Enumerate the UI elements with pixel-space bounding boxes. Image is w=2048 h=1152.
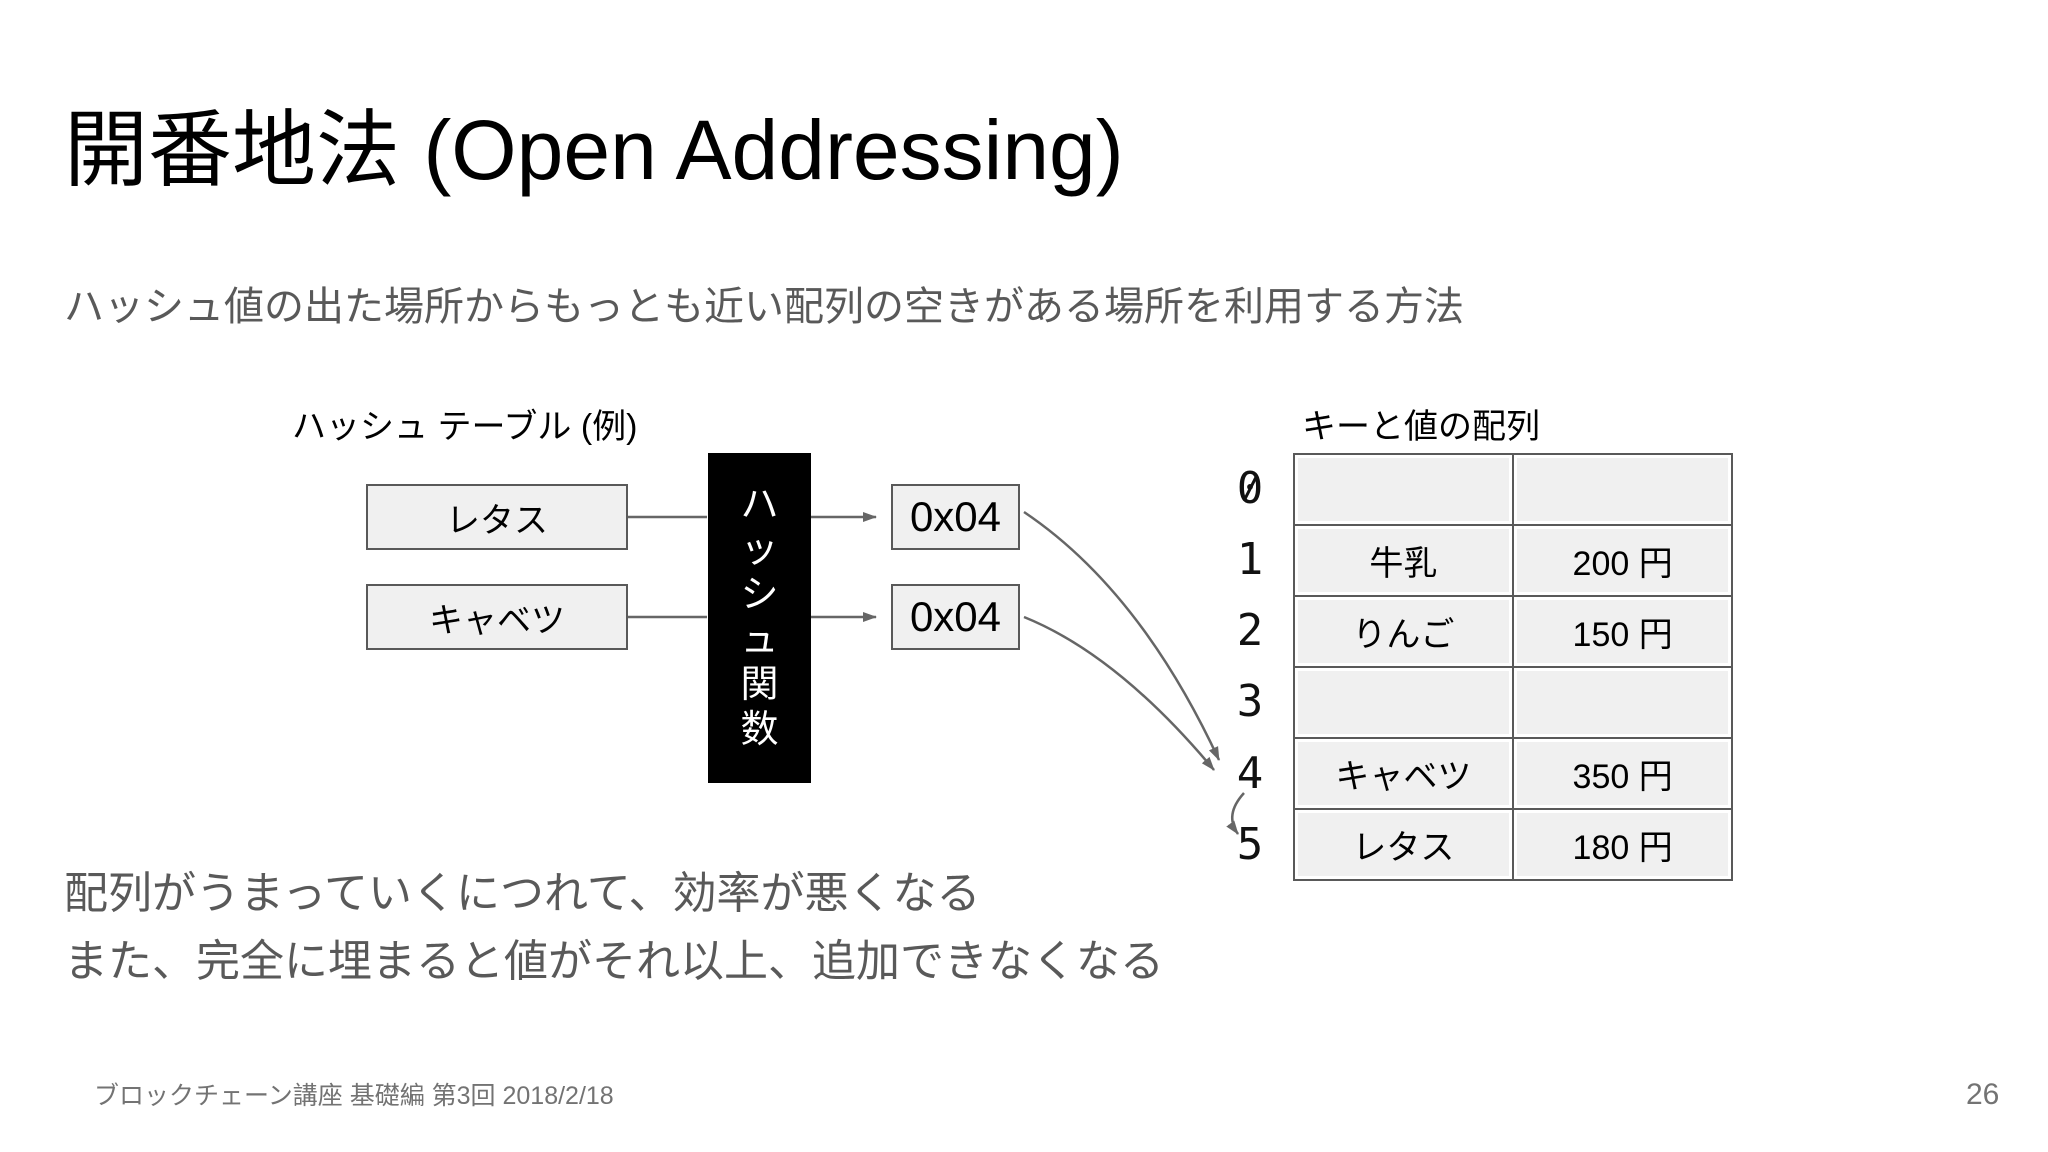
table-cell-key-0 <box>1295 455 1512 524</box>
table-cell-value-3 <box>1514 668 1731 737</box>
table-cell-key-5-text: レタス <box>1298 813 1509 876</box>
table-cell-value-5: 180 円 <box>1514 810 1731 879</box>
slide-title: 開番地法 (Open Addressing) <box>64 103 1124 197</box>
array-table-label: キーと値の配列 <box>1302 408 1540 446</box>
table-cell-value-4: 350 円 <box>1514 739 1731 808</box>
table-cell-value-0-text <box>1517 458 1728 521</box>
array-index-1: 1 <box>1236 534 1264 585</box>
table-cell-key-2-text: りんご <box>1298 600 1509 663</box>
notes-block: 配列がうまっていくにつれて、効率が悪くなる また、完全に埋まると値がそれ以上、追… <box>64 860 1164 996</box>
array-index-4: 4 <box>1236 748 1264 799</box>
table-cell-key-1-text: 牛乳 <box>1298 529 1509 592</box>
table-cell-key-1: 牛乳 <box>1295 526 1512 595</box>
hash-function-box: ハ ッ シ ュ 関 数 <box>708 453 811 783</box>
hash-function-char: ッ <box>740 529 779 571</box>
table-cell-key-4-text: キャベツ <box>1298 742 1509 805</box>
hash-function-char: ハ <box>740 484 779 526</box>
table-cell-key-2: りんご <box>1295 597 1512 666</box>
output-box-1: 0x04 <box>891 484 1020 550</box>
table-cell-key-4: キャベツ <box>1295 739 1512 808</box>
table-cell-value-3-text <box>1517 671 1728 734</box>
notes-line-1: 配列がうまっていくにつれて、効率が悪くなる <box>64 869 981 918</box>
hash-function-char: シ <box>740 574 779 616</box>
table-cell-value-1: 200 円 <box>1514 526 1731 595</box>
key-value-array-table: 牛乳 200 円 りんご 150 円 キャベツ 350 円 レタス 180 円 <box>1293 453 1733 881</box>
table-cell-key-3 <box>1295 668 1512 737</box>
input-box-lettuce: レタス <box>366 484 628 550</box>
page-number: 26 <box>1966 1078 2000 1111</box>
table-cell-key-5: レタス <box>1295 810 1512 879</box>
output-box-2: 0x04 <box>891 584 1020 650</box>
array-index-5: 5 <box>1236 819 1264 870</box>
input-box-cabbage-label: キャベツ <box>429 601 565 640</box>
footer-text: ブロックチェーン講座 基礎編 第3回 2018/2/18 <box>94 1082 614 1110</box>
hash-function-char: ュ <box>740 619 779 661</box>
table-cell-value-2-text: 150 円 <box>1517 600 1728 663</box>
table-cell-key-0-text <box>1298 458 1509 521</box>
hash-function-char: 関 <box>740 664 779 706</box>
hash-function-char: 数 <box>740 709 779 751</box>
table-cell-value-4-text: 350 円 <box>1517 742 1728 805</box>
input-box-cabbage: キャベツ <box>366 584 628 650</box>
table-cell-value-2: 150 円 <box>1514 597 1731 666</box>
array-index-0: 0 <box>1222 464 1278 514</box>
notes-line-2: また、完全に埋まると値がそれ以上、追加できなくなる <box>64 937 1164 986</box>
output-box-2-label: 0x04 <box>909 593 1002 640</box>
array-index-2: 2 <box>1236 605 1264 656</box>
array-index-3: 3 <box>1236 676 1264 727</box>
table-cell-value-0 <box>1514 455 1731 524</box>
arrow-output-1-to-index-4 <box>1023 510 1221 761</box>
slide-subtitle: ハッシュ値の出た場所からもっとも近い配列の空きがある場所を利用する方法 <box>64 285 1464 329</box>
hash-table-label: ハッシュ テーブル (例) <box>292 408 638 446</box>
table-cell-value-1-text: 200 円 <box>1517 529 1728 592</box>
table-cell-value-5-text: 180 円 <box>1517 813 1728 876</box>
output-box-1-label: 0x04 <box>909 493 1002 540</box>
arrow-output-2-to-index-4 <box>1023 615 1215 771</box>
array-index-0-value: 0 <box>1236 463 1264 514</box>
input-box-lettuce-label: レタス <box>446 501 548 540</box>
table-cell-key-3-text <box>1298 671 1509 734</box>
